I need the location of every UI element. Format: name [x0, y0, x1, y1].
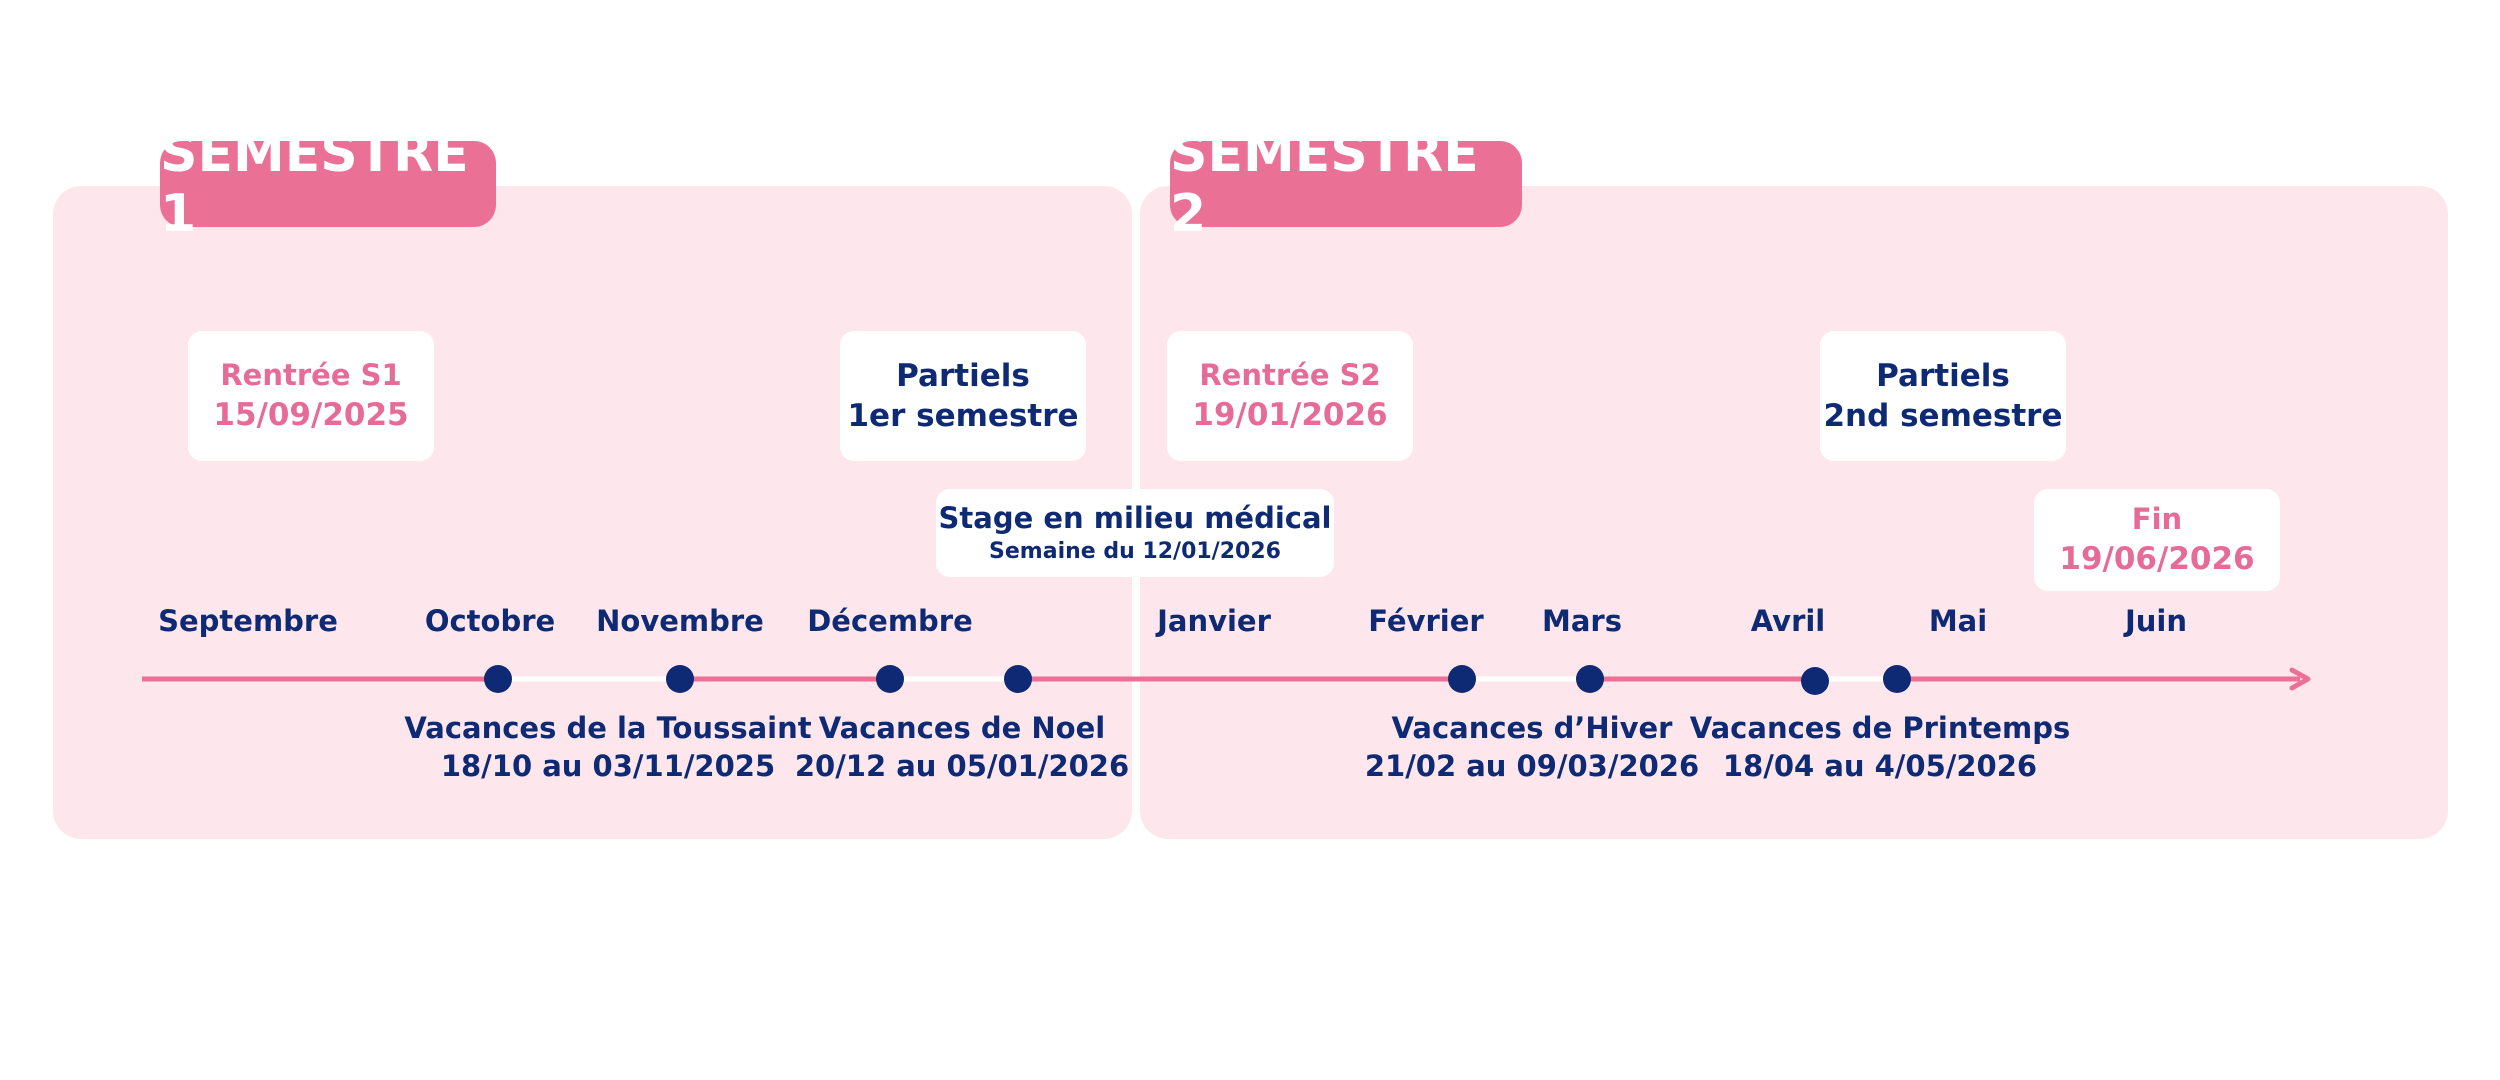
rentree-s2-card: Rentrée S2 19/01/2026 [1167, 331, 1413, 461]
month-label: Mars [1542, 604, 1622, 638]
month-label: Septembre [158, 604, 338, 638]
month-label: Avril [1750, 604, 1826, 638]
partiels-s1-title: Partiels [896, 357, 1030, 394]
month-label: Octobre [424, 604, 556, 638]
toussaint-end-dot [666, 665, 694, 693]
toussaint-start-dot [484, 665, 512, 693]
vacation-hiver: Vacances d’Hiver 21/02 au 09/03/2026 [1365, 709, 1699, 785]
month-label: Novembre [596, 604, 764, 638]
vacation-noel: Vacances de Noel 20/12 au 05/01/2026 [795, 709, 1129, 785]
rentree-s1-title: Rentrée S1 [220, 358, 402, 392]
rentree-s1-card: Rentrée S1 15/09/2025 [188, 331, 434, 461]
fin-date: 19/06/2026 [2059, 540, 2255, 577]
vacation-printemps: Vacances de Printemps 18/04 au 4/05/2026 [1690, 709, 2070, 785]
partiels-s2-subtitle: 2nd semestre [1823, 398, 2063, 434]
vacation-name: Vacances de la Toussaint [404, 711, 812, 745]
month-label: Janvier [1157, 604, 1271, 638]
hiver-start-dot [1448, 665, 1476, 693]
printemps-start-dot [1801, 667, 1829, 695]
month-label: Décembre [807, 604, 973, 638]
partiels-s2-card: Partiels 2nd semestre [1820, 331, 2066, 461]
rentree-s2-date: 19/01/2026 [1192, 396, 1388, 433]
noel-start-dot [876, 665, 904, 693]
partiels-s2-title: Partiels [1876, 357, 2010, 394]
vacation-dates: 21/02 au 09/03/2026 [1364, 749, 1700, 783]
stage-title: Stage en milieu médical [938, 500, 1332, 535]
noel-end-dot [1004, 665, 1032, 693]
month-label: Février [1368, 604, 1484, 638]
stage-card: Stage en milieu médical Semaine du 12/01… [936, 489, 1334, 577]
month-label: Juin [2124, 604, 2188, 638]
stage-date: Semaine du 12/01/2026 [989, 538, 1281, 564]
vacation-toussaint: Vacances de la Toussaint 18/10 au 03/11/… [404, 709, 811, 785]
fin-title: Fin [2131, 502, 2183, 536]
fin-card: Fin 19/06/2026 [2034, 489, 2280, 591]
month-label: Mai [1928, 604, 1988, 638]
partiels-s1-card: Partiels 1er semestre [840, 331, 1086, 461]
vacation-name: Vacances de Printemps [1689, 711, 2071, 745]
vacation-dates: 20/12 au 05/01/2026 [794, 749, 1130, 783]
rentree-s2-title: Rentrée S2 [1199, 358, 1381, 392]
rentree-s1-date: 15/09/2025 [213, 396, 409, 433]
timeline-arrow-icon [2289, 667, 2311, 691]
vacation-name: Vacances de Noel [818, 711, 1106, 745]
partiels-s1-subtitle: 1er semestre [847, 398, 1079, 434]
vacation-dates: 18/10 au 03/11/2025 [440, 749, 776, 783]
vacation-name: Vacances d’Hiver [1391, 711, 1673, 745]
hiver-end-dot [1576, 665, 1604, 693]
vacation-dates: 18/04 au 4/05/2026 [1722, 749, 2038, 783]
printemps-end-dot [1883, 665, 1911, 693]
